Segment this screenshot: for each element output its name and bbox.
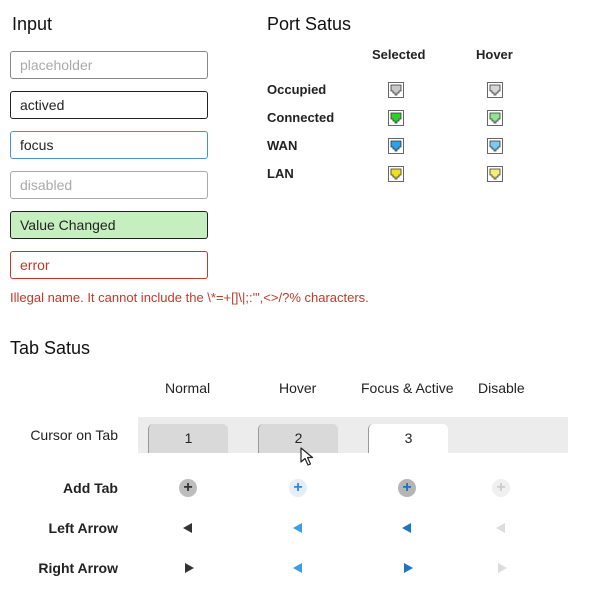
tab-hover[interactable]: 2 [258, 424, 338, 453]
input-error-message: Illegal name. It cannot include the \*=+… [10, 290, 369, 305]
tab-status-title: Tab Satus [10, 338, 91, 358]
right-arrow-hover-icon[interactable] [293, 563, 302, 573]
input-actived-state[interactable]: actived [10, 91, 208, 119]
port-row-connected: Connected [267, 110, 335, 125]
left-arrow-focus-icon[interactable] [402, 523, 411, 533]
right-arrow-disable-icon [498, 563, 507, 573]
input-disabled-state: disabled [10, 171, 208, 199]
tab-normal[interactable]: 1 [148, 424, 228, 453]
port-col-hover: Hover [476, 47, 513, 62]
port-lan-selected-icon [388, 166, 404, 182]
port-wan-hover-icon [487, 138, 503, 154]
left-arrow-hover-icon[interactable] [293, 523, 302, 533]
input-section-title: Input [12, 14, 53, 34]
tab-active[interactable]: 3 [368, 424, 448, 453]
row-label-right-arrow: Right Arrow [38, 560, 118, 576]
right-arrow-focus-icon[interactable] [404, 563, 413, 573]
left-arrow-normal-icon[interactable] [183, 523, 192, 533]
tab-col-disable: Disable [478, 380, 525, 396]
port-col-selected: Selected [372, 47, 426, 62]
add-tab-disable-icon: + [492, 479, 510, 497]
input-placeholder-state[interactable]: placeholder [10, 51, 208, 79]
add-tab-focus-icon[interactable]: + [398, 479, 416, 497]
row-label-left-arrow: Left Arrow [48, 520, 118, 536]
port-connected-hover-icon [487, 110, 503, 126]
tab-col-hover: Hover [279, 380, 317, 396]
port-row-wan: WAN [267, 138, 298, 153]
tab-col-normal: Normal [165, 380, 211, 396]
right-arrow-normal-icon[interactable] [185, 563, 194, 573]
input-error-state[interactable]: error [10, 251, 208, 279]
row-label-add-tab: Add Tab [63, 480, 118, 496]
port-occupied-selected-icon [388, 82, 404, 98]
port-status-title: Port Satus [267, 14, 352, 34]
mouse-pointer-icon [300, 447, 314, 466]
left-arrow-disable-icon [496, 523, 505, 533]
add-tab-hover-icon[interactable]: + [289, 479, 307, 497]
port-lan-hover-icon [487, 166, 503, 182]
port-row-lan: LAN [267, 166, 294, 181]
row-label-cursor-on-tab: Cursor on Tab [30, 427, 118, 443]
port-row-occupied: Occupied [267, 82, 327, 97]
port-wan-selected-icon [388, 138, 404, 154]
tab-col-focus-active: Focus & Active [361, 380, 454, 396]
port-connected-selected-icon [388, 110, 404, 126]
input-changed-state[interactable]: Value Changed [10, 211, 208, 239]
port-occupied-hover-icon [487, 82, 503, 98]
input-focus-state[interactable]: focus [10, 131, 208, 159]
add-tab-normal-icon[interactable]: + [179, 479, 197, 497]
